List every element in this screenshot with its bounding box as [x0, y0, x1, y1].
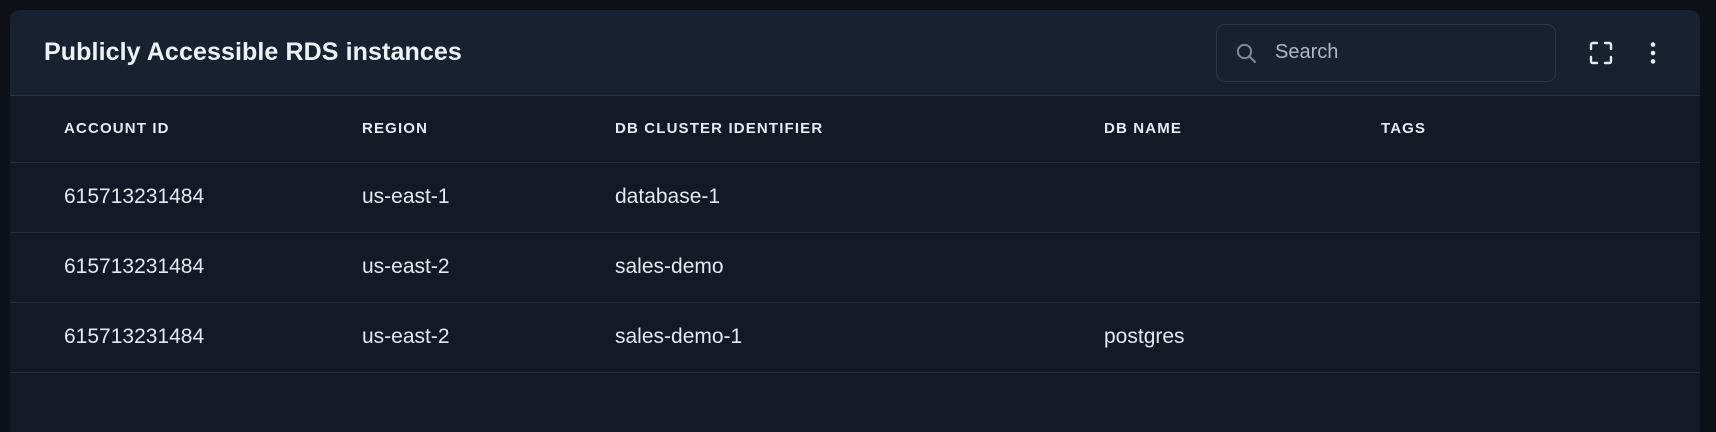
more-options-icon: [1640, 40, 1666, 66]
table-row[interactable]: 615713231484 us-east-2 sales-demo-1 post…: [10, 302, 1700, 373]
cell-account-id: 615713231484: [10, 302, 362, 373]
search-icon: [1235, 42, 1257, 64]
fullscreen-icon: [1588, 40, 1614, 66]
table-header-row: ACCOUNT ID REGION DB CLUSTER IDENTIFIER …: [10, 96, 1700, 163]
cell-db-name: [1104, 232, 1381, 303]
cell-account-id: 615713231484: [10, 232, 362, 303]
page-title: Publicly Accessible RDS instances: [44, 38, 462, 66]
rds-instances-table: ACCOUNT ID REGION DB CLUSTER IDENTIFIER …: [10, 96, 1700, 373]
column-header-account-id[interactable]: ACCOUNT ID: [10, 96, 362, 163]
cell-tags: [1381, 232, 1700, 303]
cell-db-name: [1104, 162, 1381, 233]
more-options-button[interactable]: [1630, 30, 1676, 76]
cell-account-id: 615713231484: [10, 162, 362, 233]
column-header-tags[interactable]: TAGS: [1381, 96, 1700, 163]
cell-db-name: postgres: [1104, 302, 1381, 373]
card-header: Publicly Accessible RDS instances: [10, 10, 1700, 96]
cell-tags: [1381, 162, 1700, 233]
table-row[interactable]: 615713231484 us-east-2 sales-demo: [10, 232, 1700, 303]
cell-region: us-east-2: [362, 232, 615, 303]
cell-region: us-east-2: [362, 302, 615, 373]
search-box[interactable]: [1216, 23, 1556, 82]
column-header-db-name[interactable]: DB NAME: [1104, 96, 1381, 163]
cell-db-cluster-identifier: database-1: [615, 162, 1104, 233]
cell-db-cluster-identifier: sales-demo-1: [615, 302, 1104, 373]
column-header-db-cluster-identifier[interactable]: DB CLUSTER IDENTIFIER: [615, 96, 1104, 163]
cell-db-cluster-identifier: sales-demo: [615, 232, 1104, 303]
cell-tags: [1381, 302, 1700, 373]
table-head: ACCOUNT ID REGION DB CLUSTER IDENTIFIER …: [10, 96, 1700, 163]
table-row[interactable]: 615713231484 us-east-1 database-1: [10, 162, 1700, 233]
column-header-region[interactable]: REGION: [362, 96, 615, 163]
cell-region: us-east-1: [362, 162, 615, 233]
fullscreen-button[interactable]: [1578, 30, 1624, 76]
table-body: 615713231484 us-east-1 database-1 615713…: [10, 162, 1700, 373]
search-input[interactable]: [1275, 41, 1540, 64]
rds-instances-card: Publicly Accessible RDS instances: [10, 10, 1700, 432]
